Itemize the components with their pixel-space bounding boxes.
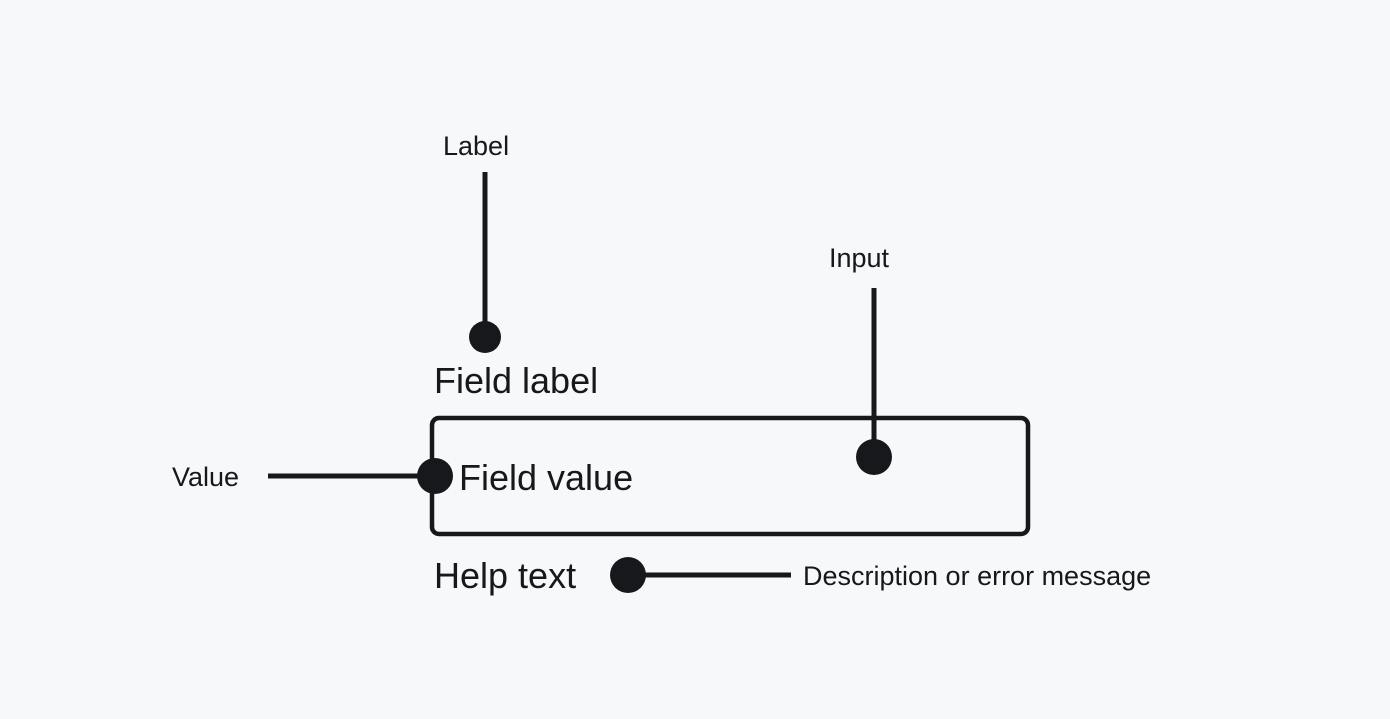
label-node-dot bbox=[469, 321, 501, 353]
field-value-text: Field value bbox=[459, 457, 633, 498]
annotation-value-text: Value bbox=[172, 462, 239, 492]
help-text-label: Help text bbox=[434, 555, 576, 596]
annotation-description-text: Description or error message bbox=[803, 561, 1151, 591]
field-label-text: Field label bbox=[434, 360, 598, 401]
annotation-input-text: Input bbox=[829, 243, 890, 273]
input-node-dot bbox=[856, 439, 892, 475]
annotation-label-text: Label bbox=[443, 131, 509, 161]
value-node-dot bbox=[417, 458, 453, 494]
